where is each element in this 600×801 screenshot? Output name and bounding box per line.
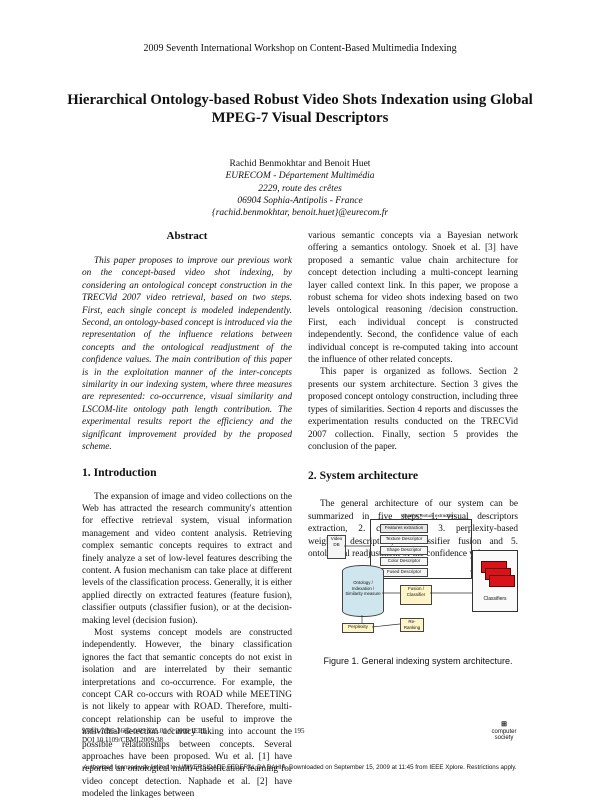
right-column: various semantic concepts via a Bayesian…	[308, 230, 518, 560]
extraction-frame	[370, 519, 472, 579]
conference-header: 2009 Seventh International Workshop on C…	[143, 43, 457, 54]
perplexity-box: Perplexity	[342, 623, 374, 633]
computer-society-logo: ⊞ computer society	[482, 721, 526, 742]
figure-caption: Figure 1. General indexing system archit…	[323, 656, 513, 666]
features-extraction-box: Features extraction	[380, 524, 428, 533]
database-cylinder: Ontology / Indexation / Similarity measu…	[342, 565, 384, 617]
license-notice: Authorized licensed use limited to: UNIV…	[83, 764, 517, 771]
footer-isbn: 978-0-7695-3662-0/09 $25.00 © 2009 IEEE	[82, 727, 207, 735]
left-column: Abstract This paper proposes to improve …	[82, 230, 292, 801]
paper-title: Hierarchical Ontology-based Robust Video…	[67, 92, 533, 126]
intro-heading: 1. Introduction	[82, 465, 157, 479]
intro-paragraph-1: The expansion of image and video collect…	[82, 491, 292, 626]
abstract-heading: Abstract	[166, 230, 208, 242]
right-paragraph-2: This paper is organized as follows. Sect…	[308, 367, 518, 452]
author-names: Rachid Benmokhtar and Benoit Huet	[229, 159, 371, 169]
fusion-classifier-box: Fusion / Classifier	[400, 585, 432, 605]
reranking-box: Re-Ranking	[400, 618, 424, 632]
system-architecture-heading: 2. System architecture	[308, 469, 419, 483]
classifiers-frame: Classifiers	[472, 550, 518, 612]
classifier-red-3	[489, 575, 515, 587]
color-descriptor-box: Color Descriptor	[380, 557, 428, 566]
author-block: Rachid Benmokhtar and Benoit Huet EURECO…	[150, 158, 450, 219]
architecture-diagram: Visual & Textual extraction Video DB Fea…	[322, 513, 518, 641]
logo-mark-icon: ⊞	[501, 721, 507, 728]
abstract-text: This paper proposes to improve our previ…	[82, 256, 292, 453]
diagram-arrows	[344, 545, 472, 628]
texture-descriptor-box: Texture Descriptor	[380, 535, 428, 544]
street-address: 2229, route des crêtes	[258, 183, 342, 194]
diagram-title: Visual & Textual extraction	[401, 513, 455, 518]
email: {rachid.benmokhtar, benoit.huet}@eurecom…	[211, 208, 389, 219]
city-address: 06904 Sophia-Antipolis - France	[237, 195, 363, 206]
footer-isbn-block: 978-0-7695-3662-0/09 $25.00 © 2009 IEEE …	[82, 727, 207, 745]
shape-descriptor-box: Shape Descriptor	[380, 546, 428, 555]
page-number: 195	[294, 727, 305, 735]
affiliation: EURECOM - Département Multimédia	[225, 171, 375, 182]
footer-doi: DOI 10.1109/CBMI.2009.38	[82, 736, 164, 744]
video-db-box: Video DB	[327, 535, 346, 559]
right-paragraph-1: various semantic concepts via a Bayesian…	[308, 231, 518, 366]
intro-paragraph-2: Most systems concept models are construc…	[82, 627, 292, 800]
